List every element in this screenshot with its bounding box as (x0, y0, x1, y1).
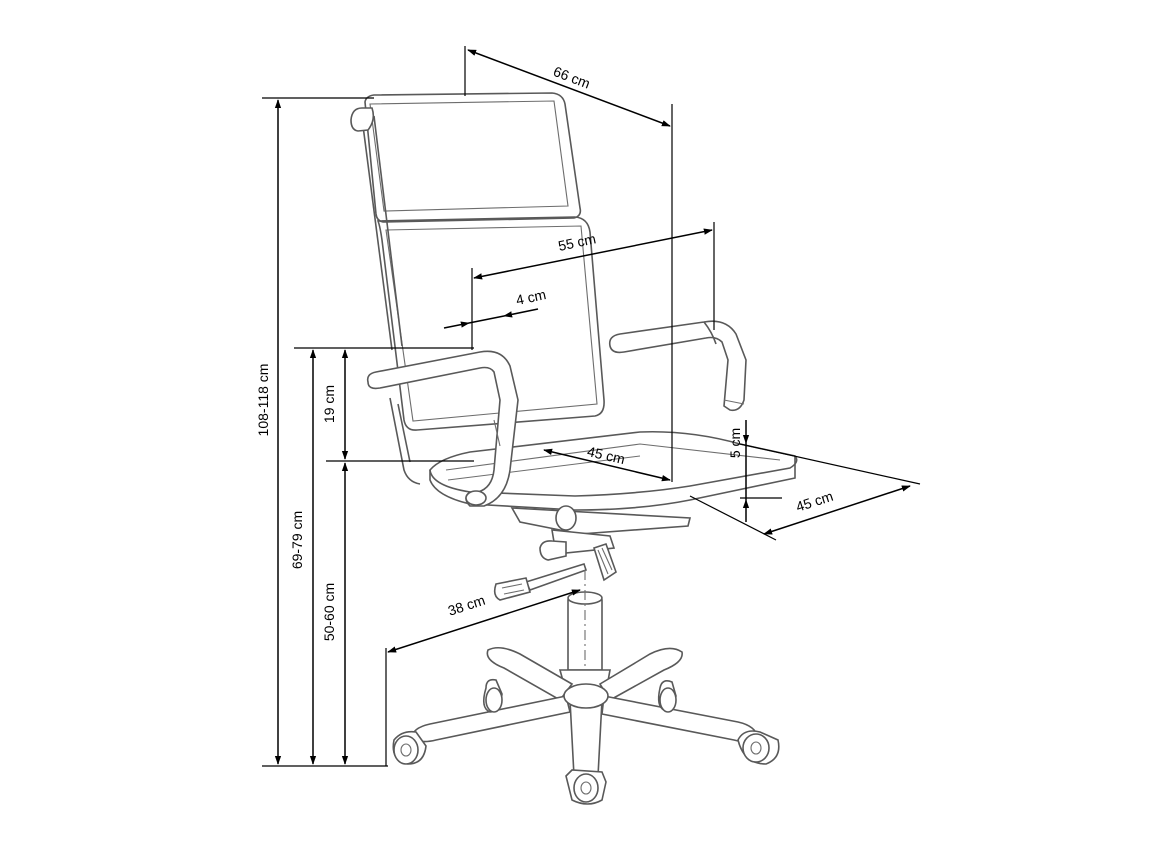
label-inner-width: 55 cm (557, 230, 598, 254)
label-base-radius: 38 cm (446, 592, 487, 619)
dimension-lines (274, 49, 911, 765)
right-armrest (608, 320, 747, 412)
dimension-labels: 108-118 cm 69-79 cm 50-60 cm 19 cm 66 cm… (255, 63, 835, 641)
label-width: 66 cm (551, 63, 592, 92)
dim-line-base-radius (387, 589, 581, 653)
extension-lines (262, 46, 921, 767)
label-seat-width: 45 cm (794, 488, 835, 515)
dim-line-seat-width (763, 485, 911, 535)
label-armrest-to-seat: 19 cm (321, 385, 337, 423)
chair-drawing (350, 92, 798, 805)
dim-line-inner-width (473, 228, 713, 280)
dim-line-armrest-width-mid (468, 315, 505, 324)
gas-lift (558, 570, 611, 693)
backrest (350, 92, 605, 485)
dim-line-armrest-width-b (503, 308, 539, 318)
dim-line-seat-depth (543, 448, 671, 482)
star-base (411, 646, 759, 781)
dim-line-armrest-width-a (443, 321, 470, 329)
dim-line-width (467, 49, 671, 127)
label-armrest-height: 69-79 cm (289, 511, 305, 569)
left-armrest (366, 350, 519, 507)
label-armrest-width: 4 cm (514, 286, 547, 308)
casters (392, 678, 780, 805)
label-total-height: 108-118 cm (255, 364, 271, 437)
mechanism (493, 505, 692, 601)
label-seat-height: 50-60 cm (321, 583, 337, 641)
label-seat-thickness: 5 cm (727, 428, 743, 458)
